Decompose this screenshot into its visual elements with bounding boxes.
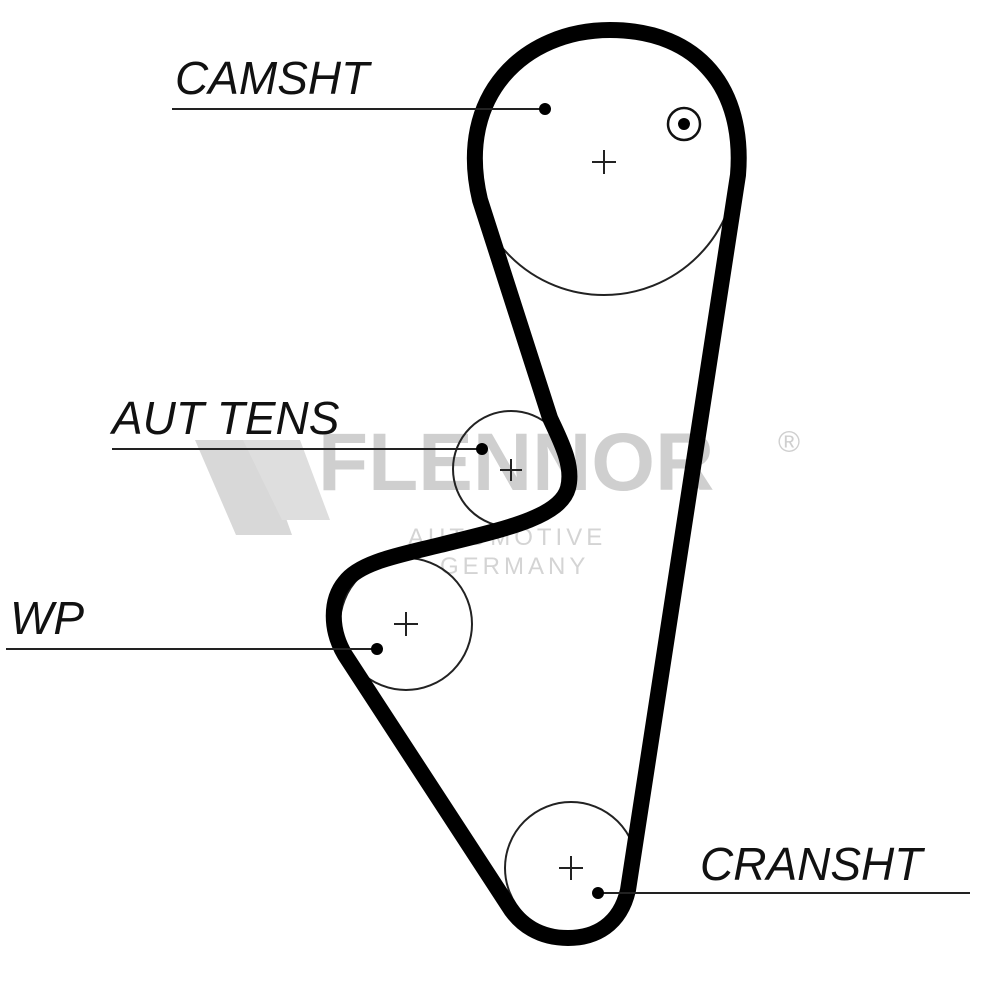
watermark-logo-icon xyxy=(195,440,292,535)
camshaft-idler xyxy=(666,106,702,142)
camshaft-label: CAMSHT xyxy=(175,52,372,104)
camshaft-dot xyxy=(539,103,551,115)
tensioner-dot xyxy=(476,443,488,455)
watermark-registered: ® xyxy=(778,426,800,459)
crankshaft-label: CRANSHT xyxy=(700,838,925,890)
watermark-brand: FLENNOR xyxy=(318,417,714,508)
tensioner-label: AUT TENS xyxy=(109,392,340,444)
water-pump-label: WP xyxy=(10,592,84,644)
watermark: FLENNOR ® AUTOMOTIVE GERMANY xyxy=(195,417,800,580)
center-marks xyxy=(394,150,616,880)
watermark-line2: GERMANY xyxy=(440,553,589,580)
water-pump-dot xyxy=(371,643,383,655)
timing-belt xyxy=(325,22,747,946)
crankshaft-dot xyxy=(592,887,604,899)
